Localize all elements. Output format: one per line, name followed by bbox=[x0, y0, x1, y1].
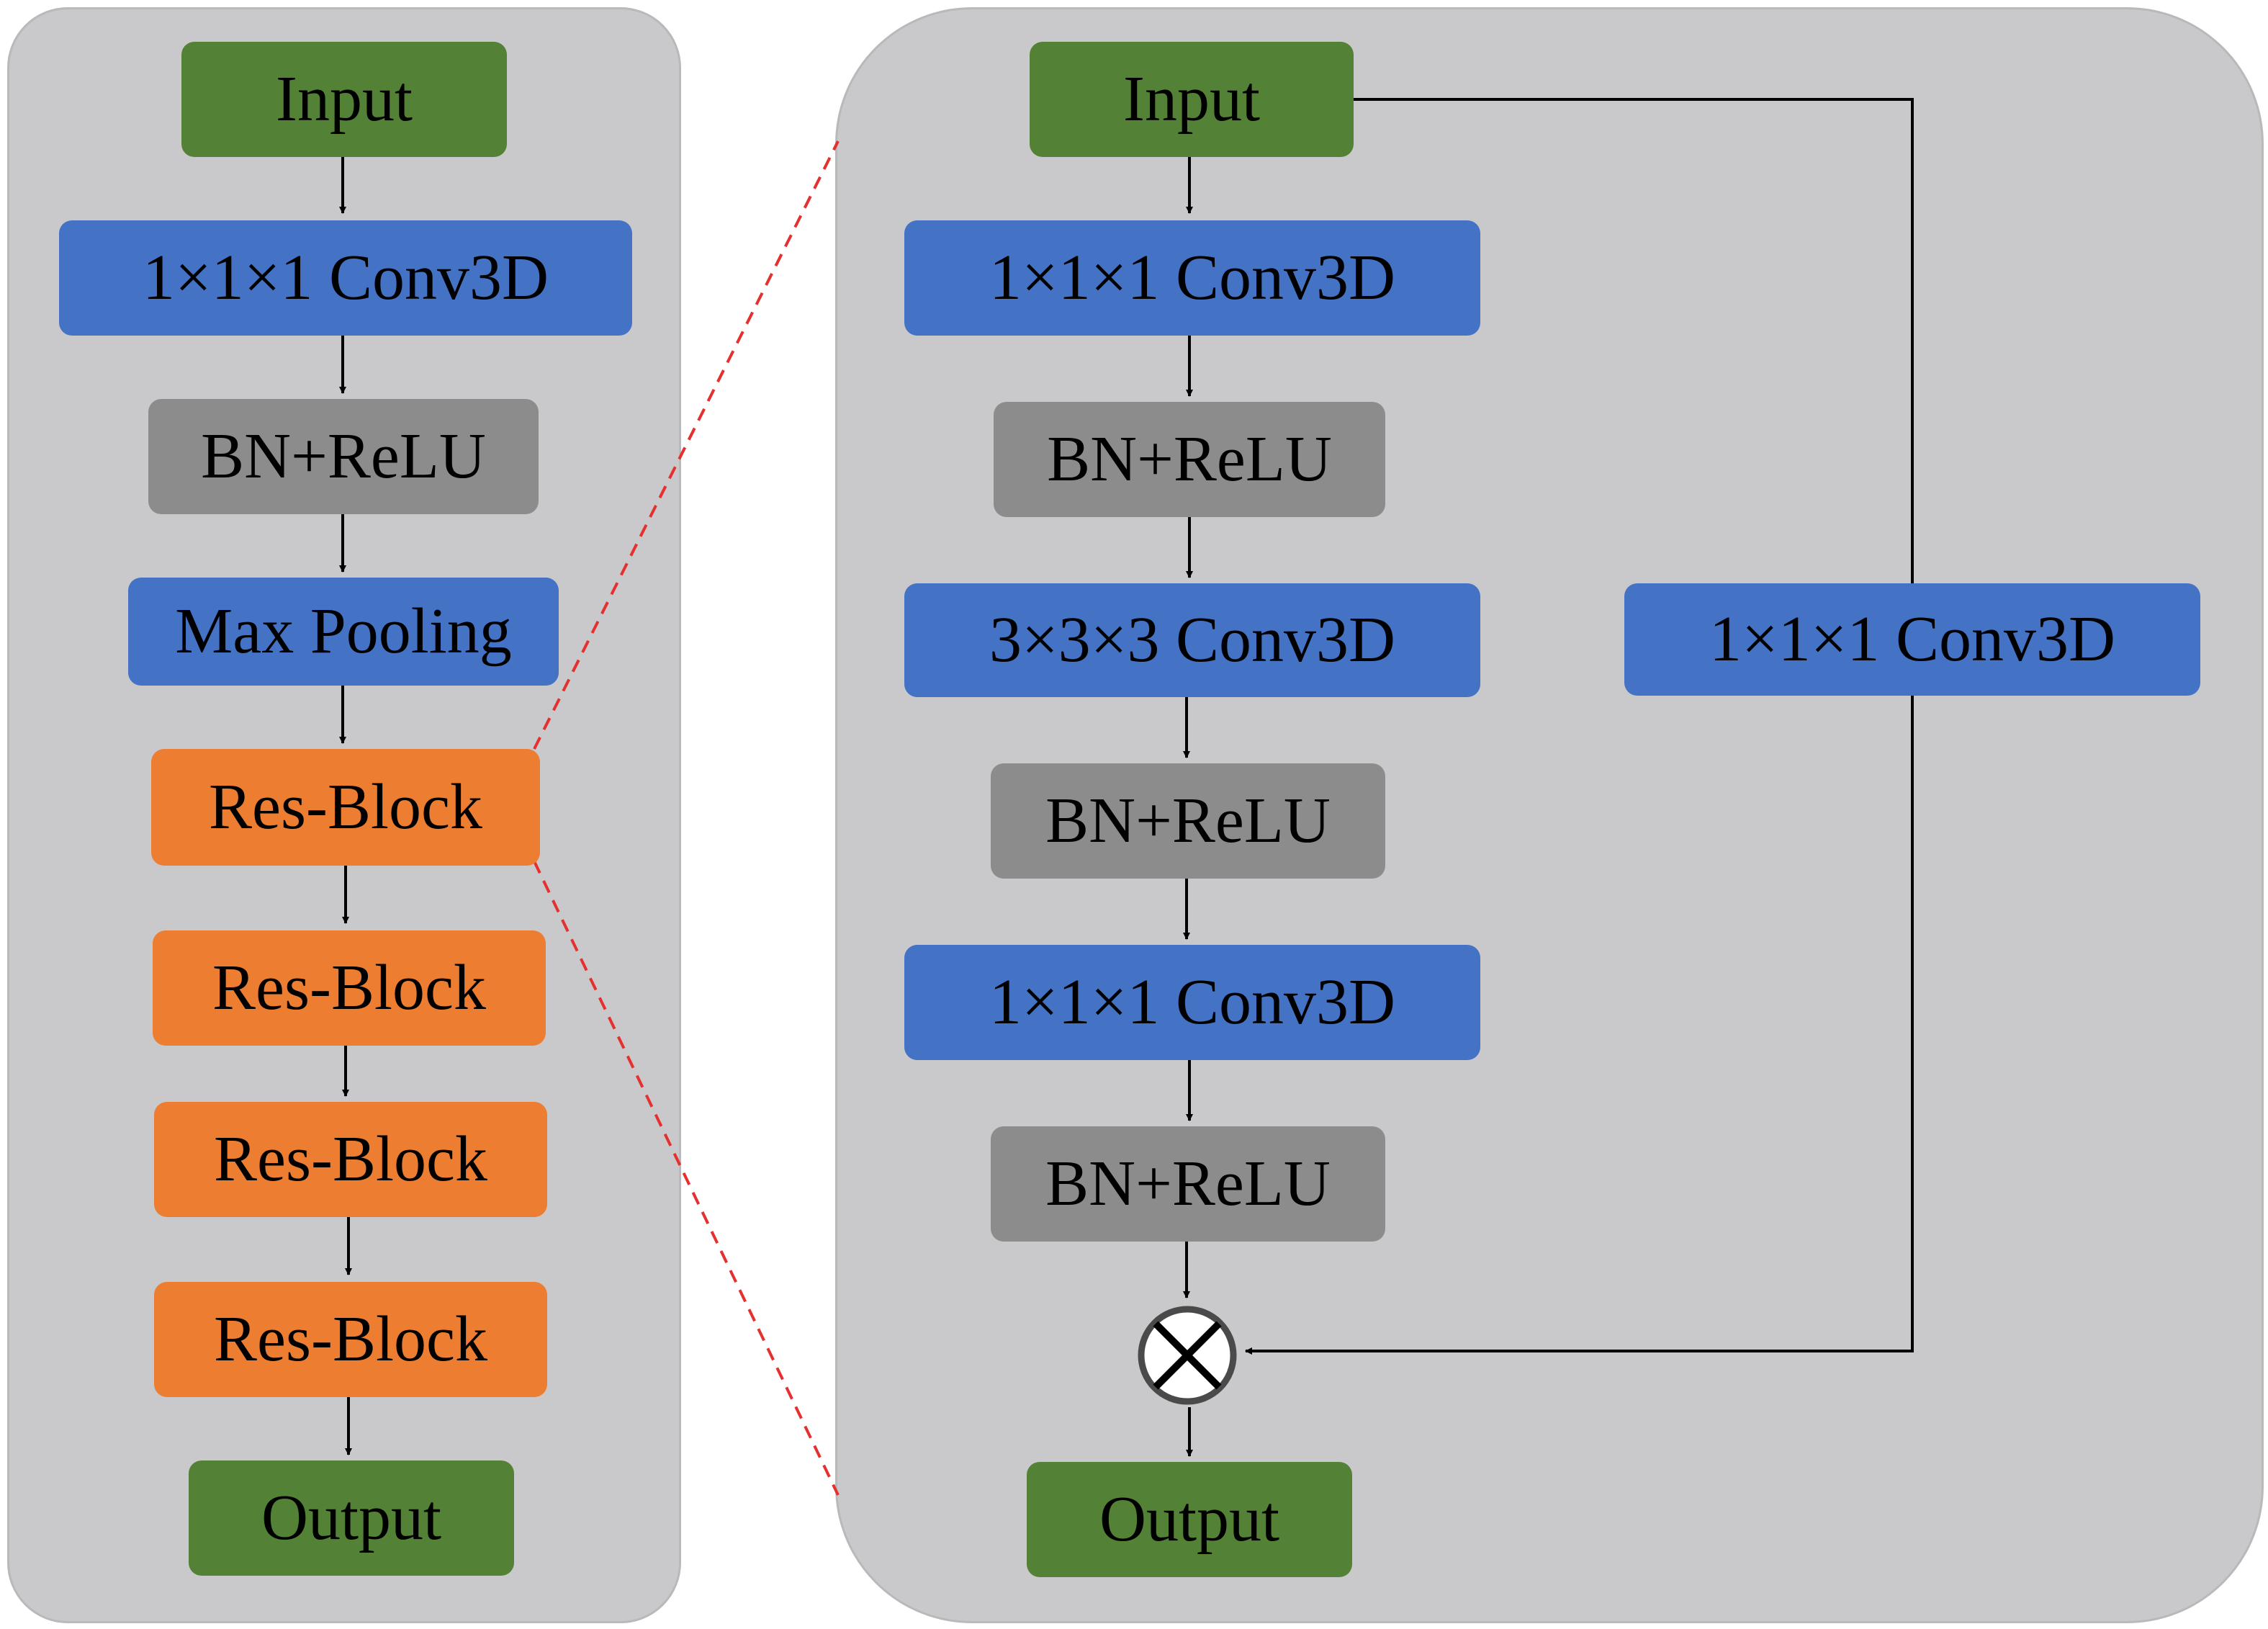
right-bn-relu-third-node: BN+ReLU bbox=[991, 1126, 1385, 1242]
left-res-block-node: Res-Block bbox=[151, 749, 540, 866]
right-output-node: Output bbox=[1027, 1462, 1352, 1577]
left-bn-relu-node: BN+ReLU bbox=[148, 399, 539, 514]
right-conv3d-3x3-node: 3×3×3 Conv3D bbox=[904, 583, 1480, 697]
right-input-node: Input bbox=[1030, 42, 1354, 157]
left-conv3d-node: 1×1×1 Conv3D bbox=[59, 220, 632, 336]
right-conv3d-1x1-second-node: 1×1×1 Conv3D bbox=[904, 945, 1480, 1060]
left-output-node: Output bbox=[189, 1460, 514, 1576]
multiply-icon bbox=[1138, 1306, 1237, 1405]
right-conv3d-1x1-first-node: 1×1×1 Conv3D bbox=[904, 220, 1480, 336]
left-res-block-node: Res-Block bbox=[154, 1282, 547, 1397]
skip-connection-top bbox=[1349, 98, 1914, 583]
left-max-pooling-node: Max Pooling bbox=[128, 578, 559, 686]
skip-connection-bottom bbox=[1245, 696, 1914, 1355]
left-input-node: Input bbox=[181, 42, 507, 157]
right-bn-relu-second-node: BN+ReLU bbox=[991, 763, 1385, 879]
right-bn-relu-first-node: BN+ReLU bbox=[994, 402, 1385, 517]
zoom-line-top bbox=[533, 140, 840, 750]
shortcut-conv3d-node: 1×1×1 Conv3D bbox=[1624, 583, 2200, 696]
left-res-block-node: Res-Block bbox=[154, 1102, 547, 1217]
left-res-block-node: Res-Block bbox=[153, 930, 546, 1046]
zoom-line-bottom bbox=[533, 861, 840, 1496]
